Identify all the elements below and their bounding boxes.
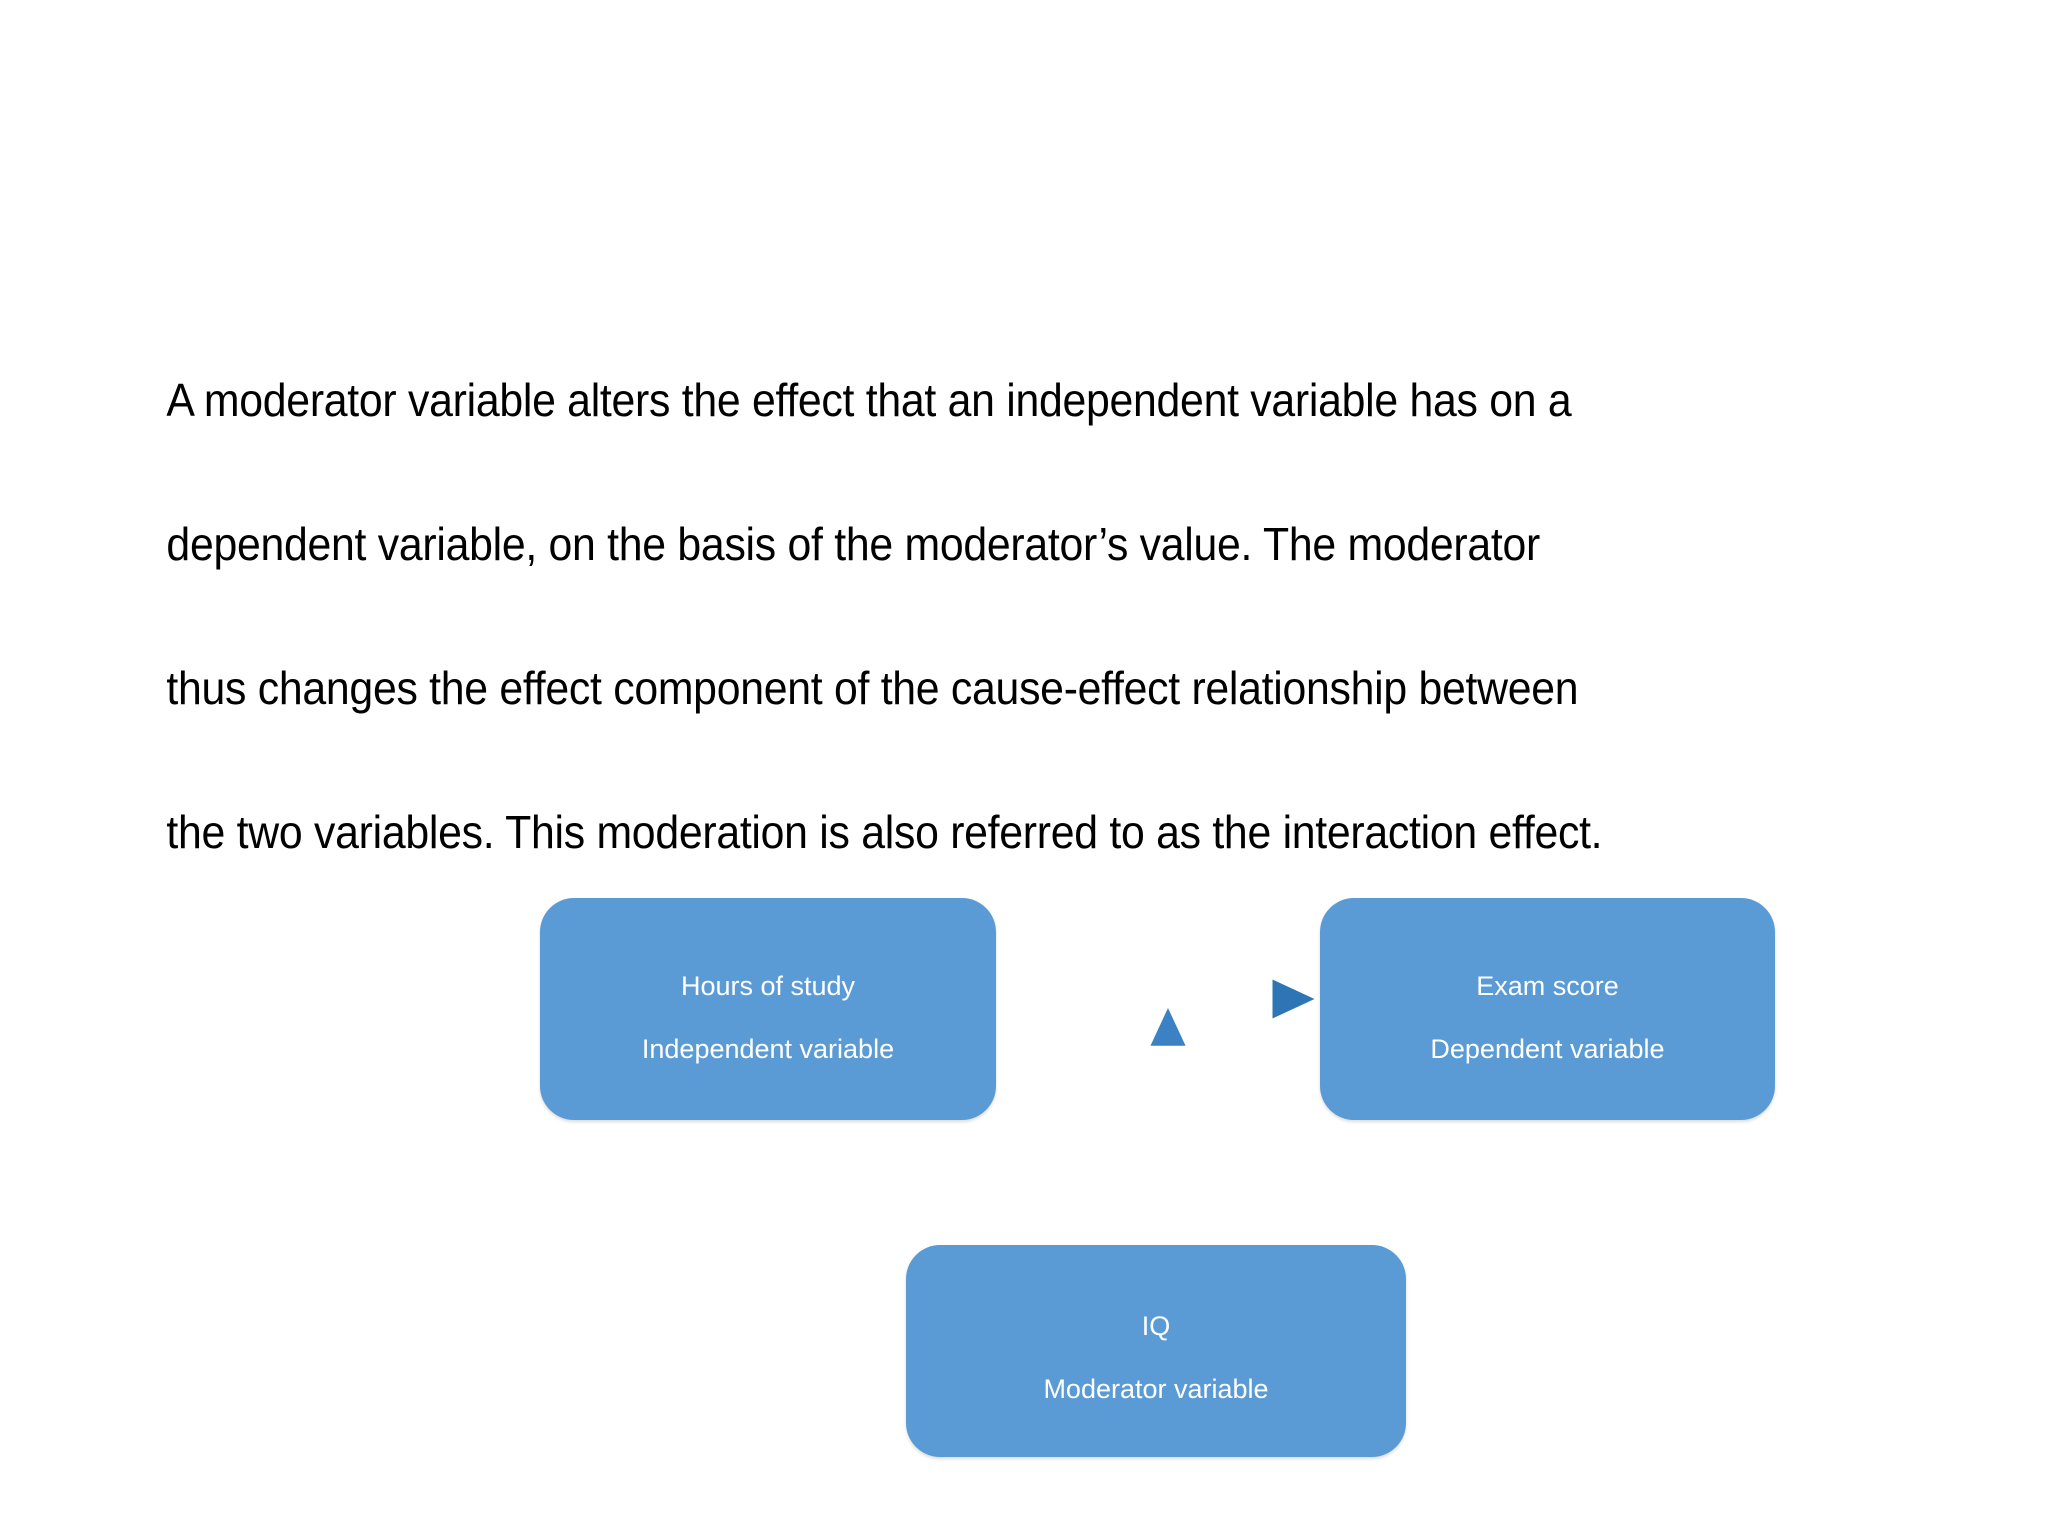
body-paragraph: A moderator variable alters the effect t…	[120, 292, 1822, 940]
node-moderator-title: IQ	[1141, 1311, 1171, 1341]
body-line-1: A moderator variable alters the effect t…	[166, 374, 1572, 426]
node-dependent-variable[interactable]: Exam score Dependent variable	[1320, 898, 1775, 1120]
body-line-2: dependent variable, on the basis of the …	[166, 518, 1540, 570]
node-independent-variable[interactable]: Hours of study Independent variable	[540, 898, 996, 1120]
node-moderator-role: Moderator variable	[1043, 1374, 1269, 1404]
node-independent-title: Hours of study	[680, 971, 856, 1001]
body-line-4: the two variables. This moderation is al…	[166, 806, 1603, 858]
node-dependent-title: Exam score	[1476, 971, 1619, 1001]
node-independent-role: Independent variable	[641, 1034, 895, 1064]
node-moderator-variable[interactable]: IQ Moderator variable	[906, 1245, 1406, 1457]
body-line-3: thus changes the effect component of the…	[166, 662, 1579, 714]
node-dependent-role: Dependent variable	[1430, 1034, 1665, 1064]
